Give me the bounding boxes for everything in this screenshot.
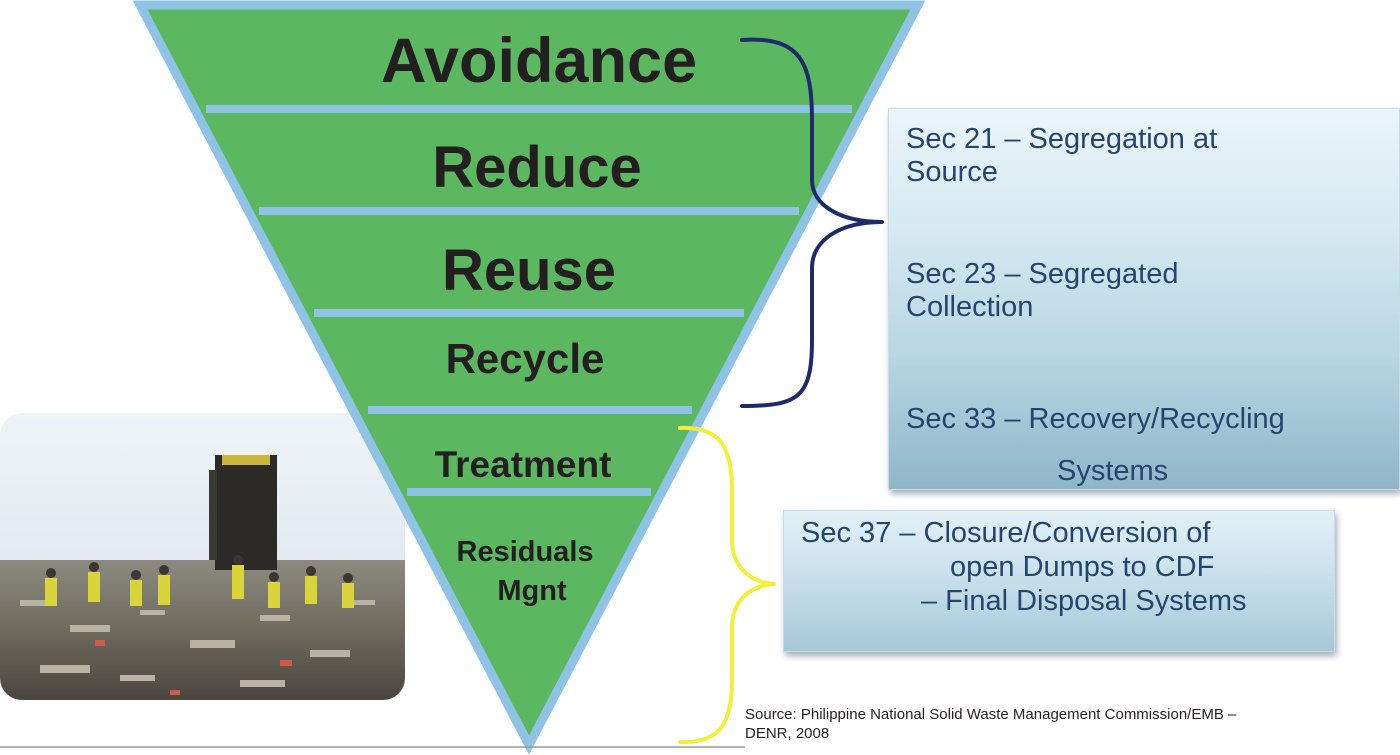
sec-37-line2: open Dumps to CDF — [950, 551, 1215, 583]
sections-box-lower: Sec 37 – Closure/Conversion of open Dump… — [783, 510, 1335, 652]
sec-37-line1: Sec 37 – Closure/Conversion of — [801, 517, 1211, 549]
hierarchy-triangle — [132, 0, 926, 755]
sec-33-item: Sec 33 – Recovery/Recycling Systems — [906, 393, 1285, 497]
sec-33-line2: Systems — [1057, 455, 1169, 487]
source-line2: DENR, 2008 — [745, 725, 830, 742]
lower-brace — [678, 425, 776, 745]
sec-23-item: Sec 23 – Segregated Collection — [906, 258, 1178, 324]
sections-box-upper: Sec 21 – Segregation at Source Sec 23 – … — [888, 108, 1400, 490]
source-note: Source: Philippine National Solid Waste … — [745, 705, 1385, 743]
sec-21-item: Sec 21 – Segregation at Source — [906, 123, 1217, 189]
sec-21-line1: Sec 21 – Segregation at — [906, 123, 1218, 155]
source-line1: Source: Philippine National Solid Waste … — [745, 706, 1237, 723]
sec-21-line2: Source — [906, 156, 998, 188]
sec-37-line3: – Final Disposal Systems — [921, 585, 1247, 617]
tier-label-treatment: Treatment — [435, 444, 612, 485]
tier-label-reduce: Reduce — [432, 135, 642, 200]
landfill-photo — [0, 413, 405, 700]
sec-23-line2: Collection — [906, 291, 1034, 323]
tier-label-mgnt: Mgnt — [497, 575, 567, 607]
tier-label-residuals: Residuals — [457, 536, 594, 568]
tier-label-recycle: Recycle — [446, 335, 605, 382]
sec-33-line1: Sec 33 – Recovery/Recycling — [906, 403, 1285, 435]
tier-label-avoidance: Avoidance — [381, 26, 697, 96]
sec-23-line1: Sec 23 – Segregated — [906, 258, 1179, 290]
upper-brace — [740, 37, 884, 408]
sec-37-item: Sec 37 – Closure/Conversion of open Dump… — [801, 516, 1247, 618]
tier-label-reuse: Reuse — [442, 238, 616, 303]
